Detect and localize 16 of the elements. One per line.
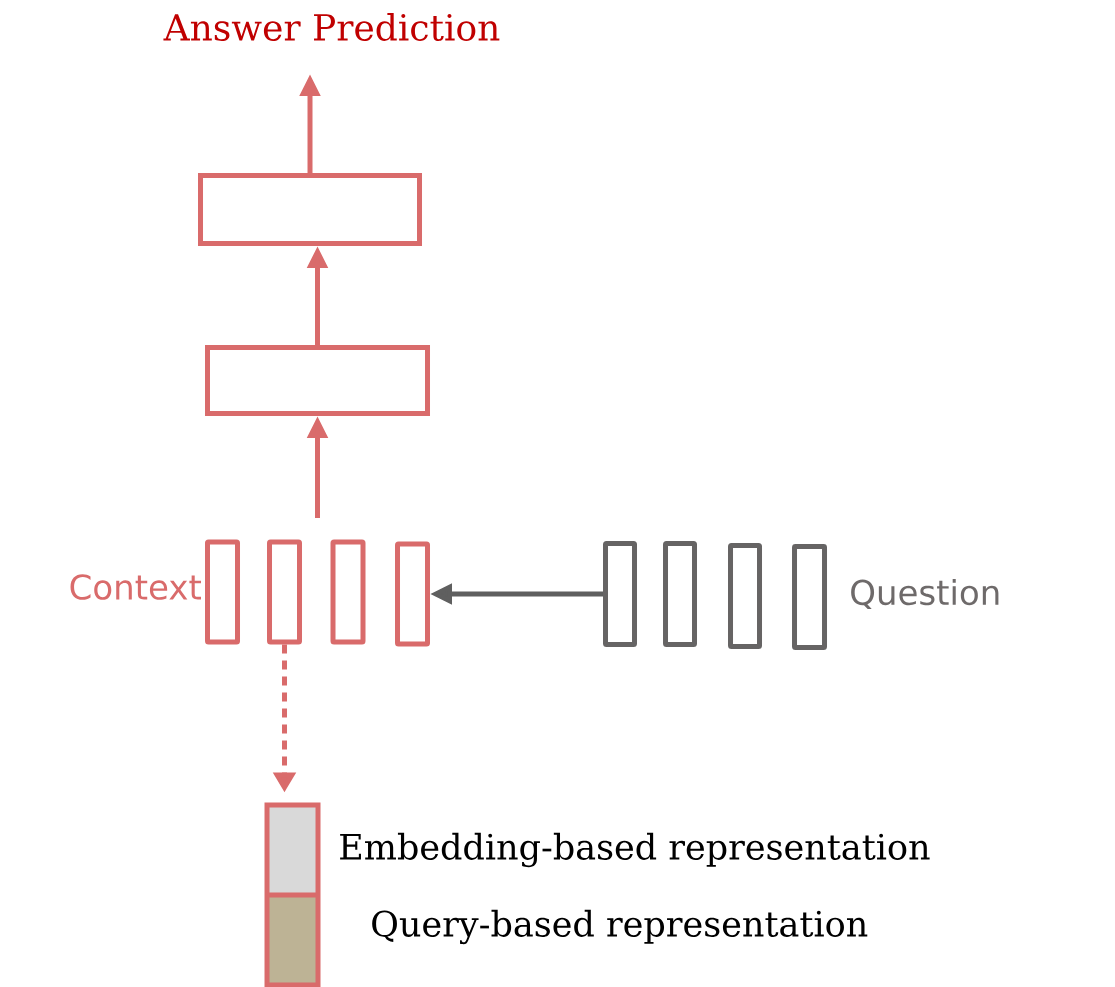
vector-bar bbox=[205, 539, 240, 645]
side-label: Context bbox=[70, 574, 201, 600]
side-label: Question bbox=[851, 578, 999, 610]
vector-bar bbox=[728, 543, 762, 649]
layer-box bbox=[205, 345, 430, 416]
legend-label: Query-based representation bbox=[372, 909, 868, 945]
vector-bar bbox=[267, 539, 302, 645]
vector-bar bbox=[330, 539, 366, 645]
heading-text: Answer Prediction bbox=[163, 13, 500, 41]
vector-bar bbox=[603, 541, 637, 647]
legend-label: Embedding-based representation bbox=[340, 832, 930, 868]
vector-bar bbox=[792, 544, 827, 650]
representation-bar bbox=[264, 802, 321, 987]
vector-bar bbox=[663, 541, 697, 647]
layer-box bbox=[198, 173, 422, 246]
vector-bar bbox=[395, 541, 430, 647]
